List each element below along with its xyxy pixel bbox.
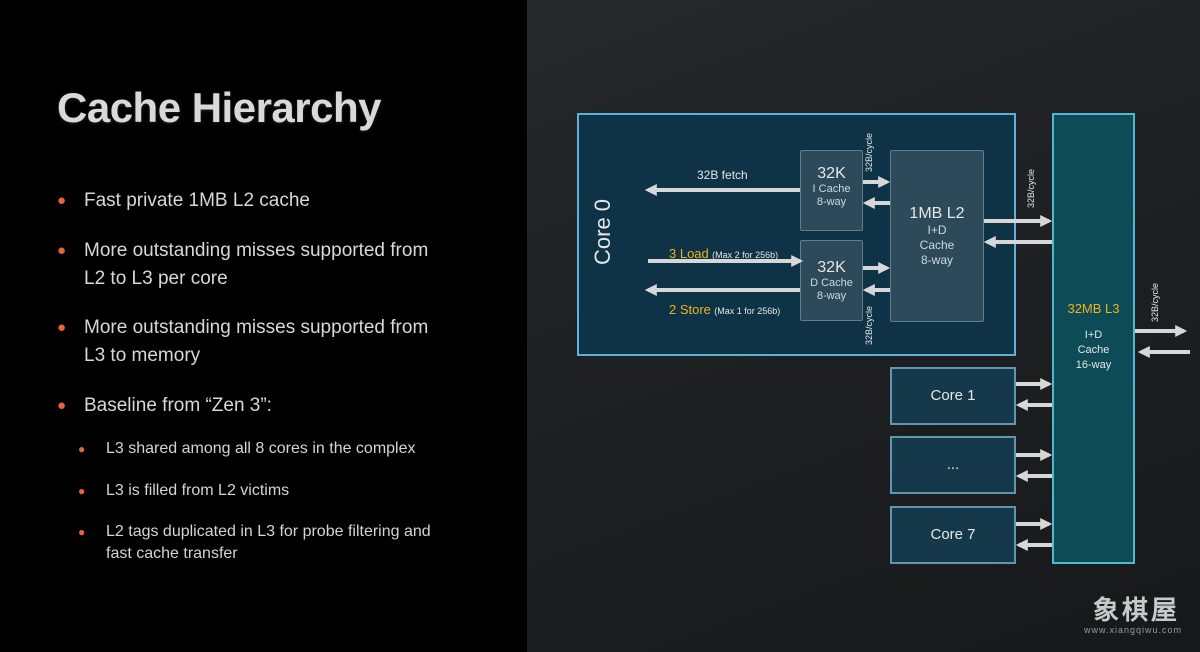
l3-assoc: 16-way xyxy=(1075,359,1112,371)
bullet-dot: ● xyxy=(78,484,86,498)
icache-size: 32K xyxy=(817,165,846,182)
store-label: 2 Store (Max 1 for 256b) xyxy=(669,302,780,317)
bullet-text: Baseline from “Zen 3”: xyxy=(84,395,272,416)
dcache-assoc: 8-way xyxy=(816,290,847,302)
dcache-type: D Cache xyxy=(810,277,853,289)
bullet-dot: ● xyxy=(78,442,86,456)
bullet-text: More outstanding misses supported from xyxy=(84,240,429,261)
l2-type: I+D xyxy=(927,223,947,237)
bullet-dot: ● xyxy=(57,192,67,209)
load-note: (Max 2 for 256b) xyxy=(712,250,779,260)
l2-cache-box: 1MB L2 I+D Cache 8-way xyxy=(890,150,984,322)
watermark-url: www.xiangqiwu.com xyxy=(1083,625,1182,635)
load-count: 3 Load xyxy=(669,246,709,261)
load-label: 3 Load (Max 2 for 256b) xyxy=(669,246,778,261)
watermark-logo: 象棋屋 xyxy=(1092,595,1180,625)
l3-type: I+D xyxy=(1084,329,1103,341)
store-note: (Max 1 for 256b) xyxy=(714,306,781,316)
icache-type: I Cache xyxy=(812,183,851,195)
l2-kind: Cache xyxy=(919,238,955,252)
core-1-box: Core 1 xyxy=(890,367,1016,425)
core-ellipsis-box: ... xyxy=(890,436,1016,494)
bullet-dot: ● xyxy=(57,242,67,259)
text-panel xyxy=(0,0,527,652)
l2-assoc: 8-way xyxy=(920,253,953,267)
l3-size: 32MB L3 xyxy=(1067,301,1120,316)
bullet-dot: ● xyxy=(57,319,67,336)
fetch-label: 32B fetch xyxy=(697,168,748,182)
bullet-text: Fast private 1MB L2 cache xyxy=(84,190,310,211)
bullet-text-cont: L2 to L3 per core xyxy=(84,268,228,289)
bullet-dot: ● xyxy=(57,397,67,414)
l2-size: 1MB L2 xyxy=(909,205,965,222)
page-title: Cache Hierarchy xyxy=(57,84,382,131)
bullet-dot: ● xyxy=(78,525,86,539)
l3-kind: Cache xyxy=(1077,344,1110,356)
sub-bullet-text: L3 shared among all 8 cores in the compl… xyxy=(106,440,416,457)
dcache-box: 32K D Cache 8-way xyxy=(800,240,863,321)
icache-box: 32K I Cache 8-way xyxy=(800,150,863,231)
bullet-text: More outstanding misses supported from xyxy=(84,317,429,338)
icache-assoc: 8-way xyxy=(816,196,847,208)
dcache-size: 32K xyxy=(817,259,846,276)
l3-cache-box: 32MB L3 I+D Cache 16-way xyxy=(1052,113,1135,564)
sub-bullet-text: L2 tags duplicated in L3 for probe filte… xyxy=(106,523,431,540)
sub-bullet-text: L3 is filled from L2 victims xyxy=(106,482,290,499)
sub-bullet-text-cont: fast cache transfer xyxy=(106,545,238,562)
core-7-box: Core 7 xyxy=(890,506,1016,564)
store-count: 2 Store xyxy=(669,302,711,317)
bullet-text-cont: L3 to memory xyxy=(84,345,201,366)
